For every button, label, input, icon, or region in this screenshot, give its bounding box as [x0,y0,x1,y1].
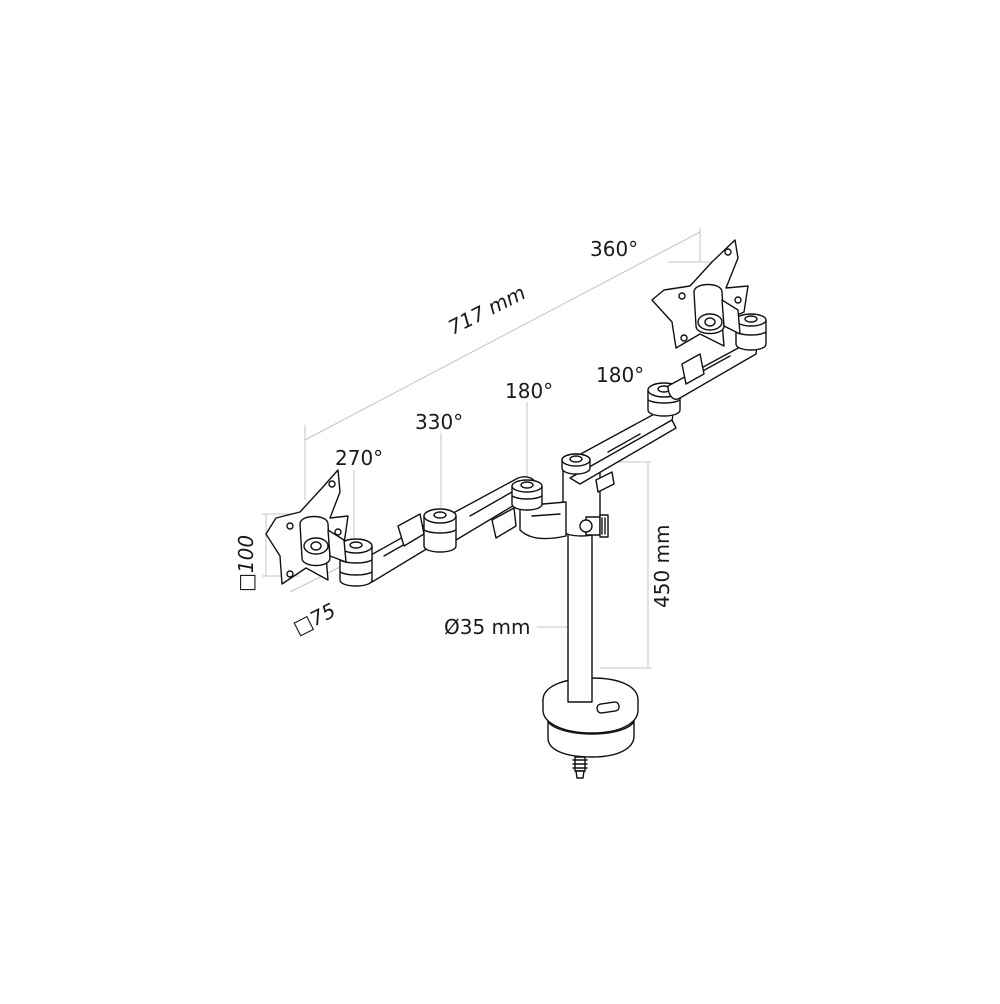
cable-slot [596,701,620,714]
left-tilt-head [299,515,347,567]
left-arm-connector [519,501,567,540]
left-arm [339,476,567,587]
fixing-knob [579,514,609,538]
right-tilt-head [693,283,741,335]
swivel-270-label: 270° [335,446,384,470]
pole [562,463,609,703]
swivel-330-label: 330° [415,410,464,434]
left-vesa-plate [265,469,349,585]
cable-clip-right-1 [595,471,615,493]
height-450-label: 450 mm [650,524,674,609]
cable-clip-right-2 [681,353,705,385]
pole-diameter-label: Ø35 mm [444,615,531,639]
joint-left-inner [511,479,543,511]
right-arm [561,313,767,493]
dimension-lines [262,228,712,669]
vesa75-dimension-line [289,565,343,593]
right-arm-segment-2 [667,343,757,400]
cable-clip-left-1 [491,507,517,539]
right-vesa-plate [651,239,749,349]
joint-left-end [339,538,373,587]
joint-right-end [735,313,767,351]
joint-pole-top [561,453,591,475]
tilt-360-label: 360° [590,237,639,261]
width-dimension-line [304,231,701,441]
swivel-180-left-label: 180° [505,379,554,403]
swivel-180-right-label: 180° [596,363,645,387]
vesa-100-label: □100 [234,534,258,592]
joint-left-middle [423,508,457,553]
